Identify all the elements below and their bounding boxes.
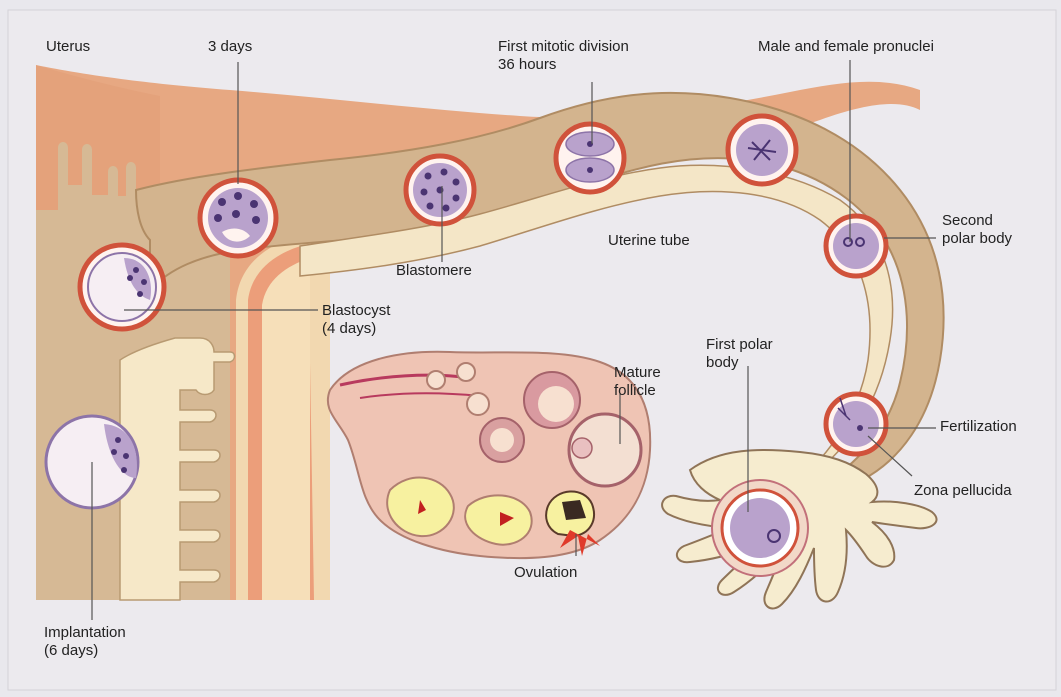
cell-second-polar-stage — [826, 216, 886, 276]
label-first-polar-line2: body — [706, 354, 739, 372]
label-fertilization: Fertilization — [940, 418, 1017, 436]
label-three-days: 3 days — [208, 38, 252, 56]
label-first-polar-line1: First polar — [706, 336, 773, 354]
cell-morula-stage — [406, 156, 474, 224]
label-pronuclei: Male and female pronuclei — [758, 38, 934, 56]
label-uterus: Uterus — [46, 38, 90, 56]
cell-blastocyst — [80, 245, 164, 329]
label-mature-follicle-line2: follicle — [614, 382, 656, 400]
cell-three-day-stage — [200, 180, 276, 256]
label-second-polar-line1: Second — [942, 212, 993, 230]
cell-pronuclei-stage — [728, 116, 796, 184]
label-implantation-line1: Implantation — [44, 624, 126, 642]
label-ovulation: Ovulation — [514, 564, 577, 582]
label-implantation-line2: (6 days) — [44, 642, 98, 660]
label-second-polar-line2: polar body — [942, 230, 1012, 248]
label-uterine-tube: Uterine tube — [608, 232, 690, 250]
cell-two-cell-stage — [556, 124, 624, 192]
label-blastocyst-line1: Blastocyst — [322, 302, 390, 320]
label-mature-follicle-line1: Mature — [614, 364, 661, 382]
cell-fertilization — [826, 394, 886, 454]
cell-oocyte — [712, 480, 808, 576]
label-blastomere: Blastomere — [396, 262, 472, 280]
label-blastocyst-line2: (4 days) — [322, 320, 376, 338]
label-first-mitotic-line2: 36 hours — [498, 56, 556, 74]
label-zona-pellucida: Zona pellucida — [914, 482, 1012, 500]
label-first-mitotic-line1: First mitotic division — [498, 38, 629, 56]
